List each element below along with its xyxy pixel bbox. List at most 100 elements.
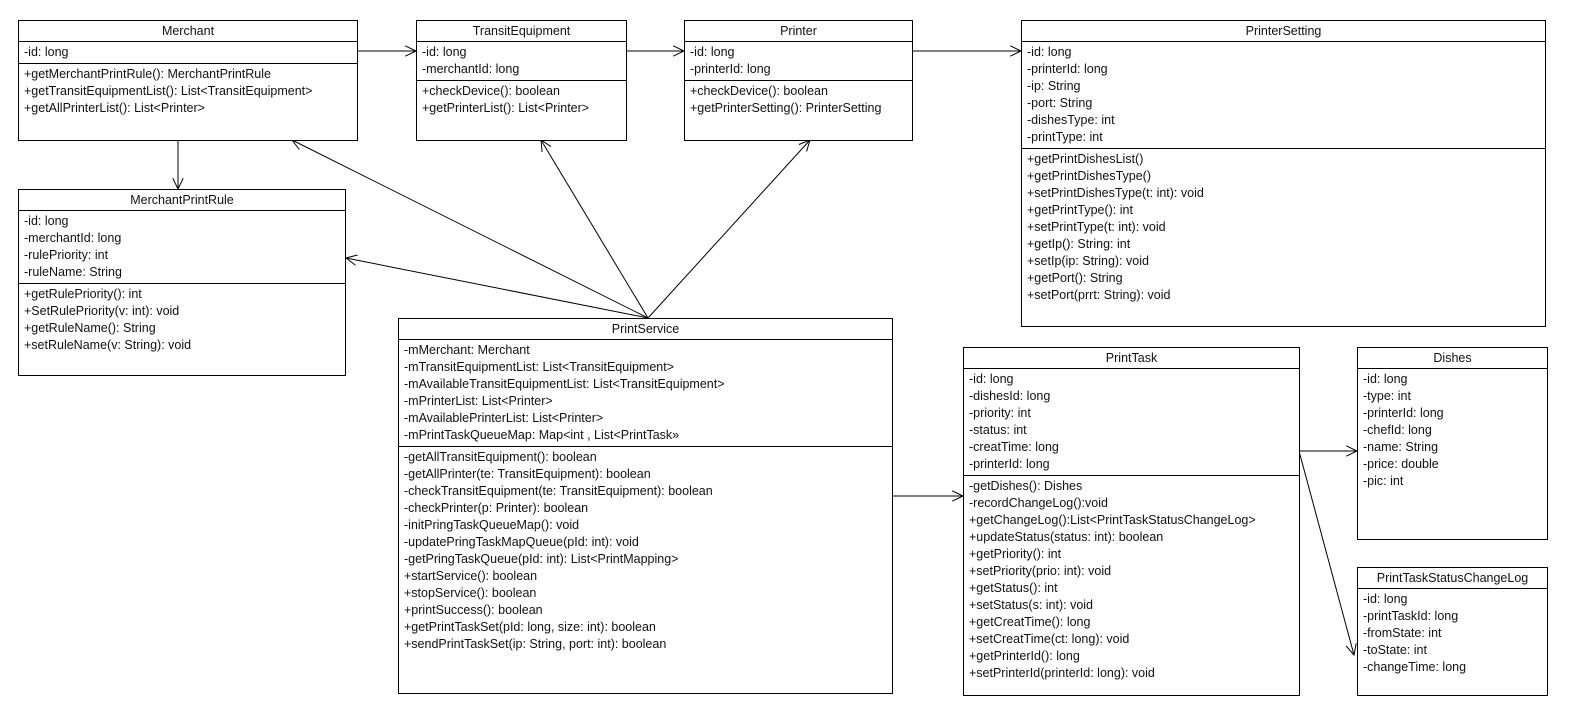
- method: +getPrintType(): int: [1027, 203, 1133, 217]
- attributes-section: -id: long -dishesId: long -priority: int -s…: [964, 369, 1299, 476]
- attribute: -id: long: [1363, 592, 1408, 606]
- attribute: -mMerchant: Merchant: [404, 343, 530, 357]
- attributes-section: -id: long -printerId: long -ip: String -por…: [1022, 42, 1545, 149]
- association-merchant-to-transit-equipment: [357, 45, 418, 57]
- class-dishes: Dishes-id: long-type: int-printerId: lon…: [1357, 347, 1548, 540]
- method: +getStatus(): int: [969, 581, 1058, 595]
- attribute: -merchantId: long: [422, 62, 520, 76]
- method: +checkDevice(): boolean: [422, 84, 560, 98]
- attribute: -ruleName: String: [24, 265, 122, 279]
- attributes-section: -id: long-merchantId: long-rulePriority:…: [19, 211, 345, 284]
- method: +getRuleName(): String: [24, 321, 156, 335]
- attribute: -name: String: [1363, 440, 1439, 454]
- class-printer: Printer-id: long-printerId: long+checkDe…: [684, 20, 913, 141]
- attribute: -id: long: [1027, 45, 1072, 59]
- method: +getPrintTaskSet(pId: long, size: int): …: [404, 620, 656, 634]
- attributes-section: -id: long-type: int-printerId: long-chef…: [1358, 369, 1547, 492]
- attributes-section: -id: long -merchantId: long: [417, 42, 626, 81]
- association-merchant-to-merchant-print-rule: [172, 140, 184, 191]
- attribute: -type: int: [1363, 389, 1411, 403]
- method: +getAllPrinterList(): List<Printer>: [24, 101, 205, 115]
- method: +setPrinterId(printerId: long): void: [969, 666, 1155, 680]
- method: +getPort(): String: [1027, 271, 1123, 285]
- class-print-service: PrintService -mMerchant: Merchant -mTransi…: [398, 318, 893, 694]
- method: +setRuleName(v: String): void: [24, 338, 192, 352]
- class-name: PrinterSetting: [1022, 21, 1545, 42]
- attribute: -mPrinterList: List<Printer>: [404, 394, 553, 408]
- class-print-task: PrintTask -id: long -dishesId: long -priori…: [963, 347, 1300, 696]
- attribute: -dishesId: long: [969, 389, 1051, 403]
- method: +stopService(): boolean: [404, 586, 537, 600]
- method: +getPrinterSetting(): PrinterSetting: [690, 101, 882, 115]
- method: +setCreatTime(ct: long): void: [969, 632, 1130, 646]
- method: +checkDevice(): boolean: [690, 84, 828, 98]
- attribute: -port: String: [1027, 96, 1093, 110]
- association-print-service-to-merchant-print-rule: [344, 254, 649, 319]
- attribute: -printerId: long: [1363, 406, 1444, 420]
- attribute: -id: long: [422, 45, 467, 59]
- attributes-section: -id: long: [19, 42, 357, 64]
- attribute: -status: int: [969, 423, 1027, 437]
- attributes-section: -id: long -printerId: long: [685, 42, 912, 81]
- methods-section: +checkDevice(): boolean +getPrinterList()…: [417, 81, 626, 119]
- methods-section: +getRulePriority(): int+SetRulePriority(…: [19, 284, 345, 356]
- method: +updateStatus(status: int): boolean: [969, 530, 1164, 544]
- method: -checkTransitEquipment(te: TransitEquipm…: [404, 484, 713, 498]
- class-printer-setting: PrinterSetting-id: long-printerId: long-…: [1021, 20, 1546, 327]
- class-name: PrintService: [399, 319, 892, 340]
- method: -recordChangeLog():void: [969, 496, 1108, 510]
- association-printer-to-printer-setting: [912, 45, 1023, 57]
- attribute: -creatTime: long: [969, 440, 1059, 454]
- attribute: -pic: int: [1363, 474, 1404, 488]
- attribute: -rulePriority: int: [24, 248, 109, 262]
- open-arrowhead-icon: [1345, 643, 1357, 657]
- attribute: -ip: String: [1027, 79, 1081, 93]
- open-arrowhead-icon: [344, 254, 358, 266]
- method: +getPrintDishesType(): [1027, 169, 1152, 183]
- attributes-section: -id: long-printTaskId: long-fromState: i…: [1358, 589, 1547, 678]
- class-merchant-print-rule: MerchantPrintRule-id: long-merchantId: l…: [18, 189, 346, 376]
- methods-section: -getDishes(): Dishes-recordChangeLog():v…: [964, 476, 1299, 684]
- attribute: -mAvailablePrinterList: List<Printer>: [404, 411, 604, 425]
- attribute: -id: long: [690, 45, 735, 59]
- method: +getIp(): String: int: [1027, 237, 1131, 251]
- attribute: -chefId: long: [1363, 423, 1432, 437]
- method: -getAllPrinter(te: TransitEquipment): bo…: [404, 467, 651, 481]
- attribute: -priority: int: [969, 406, 1031, 420]
- method: +setPrintDishesType(t: int): void: [1027, 186, 1204, 200]
- attribute: -printerId: long: [969, 457, 1050, 471]
- method: +getMerchantPrintRule(): MerchantPrintRu…: [24, 67, 271, 81]
- attribute: -printerId: long: [1027, 62, 1108, 76]
- attribute: -price: double: [1363, 457, 1439, 471]
- method: +getChangeLog():List<PrintTaskStatusChan…: [969, 513, 1256, 527]
- attribute: -printType: int: [1027, 130, 1103, 144]
- attribute: -printerId: long: [690, 62, 771, 76]
- class-name: MerchantPrintRule: [19, 190, 345, 211]
- attribute: -dishesType: int: [1027, 113, 1115, 127]
- methods-section: +checkDevice(): boolean +getPrinterSettin…: [685, 81, 912, 119]
- method: +getTransitEquipmentList(): List<Transit…: [24, 84, 313, 98]
- attributes-section: -mMerchant: Merchant -mTransitEquipmentLi…: [399, 340, 892, 447]
- class-merchant: Merchant-id: long+getMerchantPrintRule()…: [18, 20, 358, 141]
- attribute: -mPrintTaskQueueMap: Map<int , List<Prin…: [404, 428, 680, 442]
- method: -checkPrinter(p: Printer): boolean: [404, 501, 589, 515]
- method: -getPringTaskQueue(pId: int): List<Print…: [404, 552, 679, 566]
- method: -initPringTaskQueueMap(): void: [404, 518, 580, 532]
- method: -getAllTransitEquipment(): boolean: [404, 450, 597, 464]
- attribute: -toState: int: [1363, 643, 1427, 657]
- association-print-service-to-print-task: [892, 490, 965, 502]
- method: +setPriority(prio: int): void: [969, 564, 1112, 578]
- association-print-service-to-printer: [647, 139, 811, 319]
- method: +setPort(prrt: String): void: [1027, 288, 1171, 302]
- method: +setStatus(s: int): void: [969, 598, 1094, 612]
- attribute: -id: long: [969, 372, 1014, 386]
- method: +getPrinterList(): List<Printer>: [422, 101, 590, 115]
- method: +getPrinterId(): long: [969, 649, 1080, 663]
- attribute: -fromState: int: [1363, 626, 1442, 640]
- class-print-task-status-change-log: PrintTaskStatusChangeLog-id: long-printT…: [1357, 567, 1548, 696]
- methods-section: +getMerchantPrintRule(): MerchantPrintRu…: [19, 64, 357, 119]
- class-name: PrintTask: [964, 348, 1299, 369]
- association-print-task-to-dishes: [1299, 445, 1359, 457]
- class-name: TransitEquipment: [417, 21, 626, 42]
- attribute: -mTransitEquipmentList: List<TransitEqui…: [404, 360, 675, 374]
